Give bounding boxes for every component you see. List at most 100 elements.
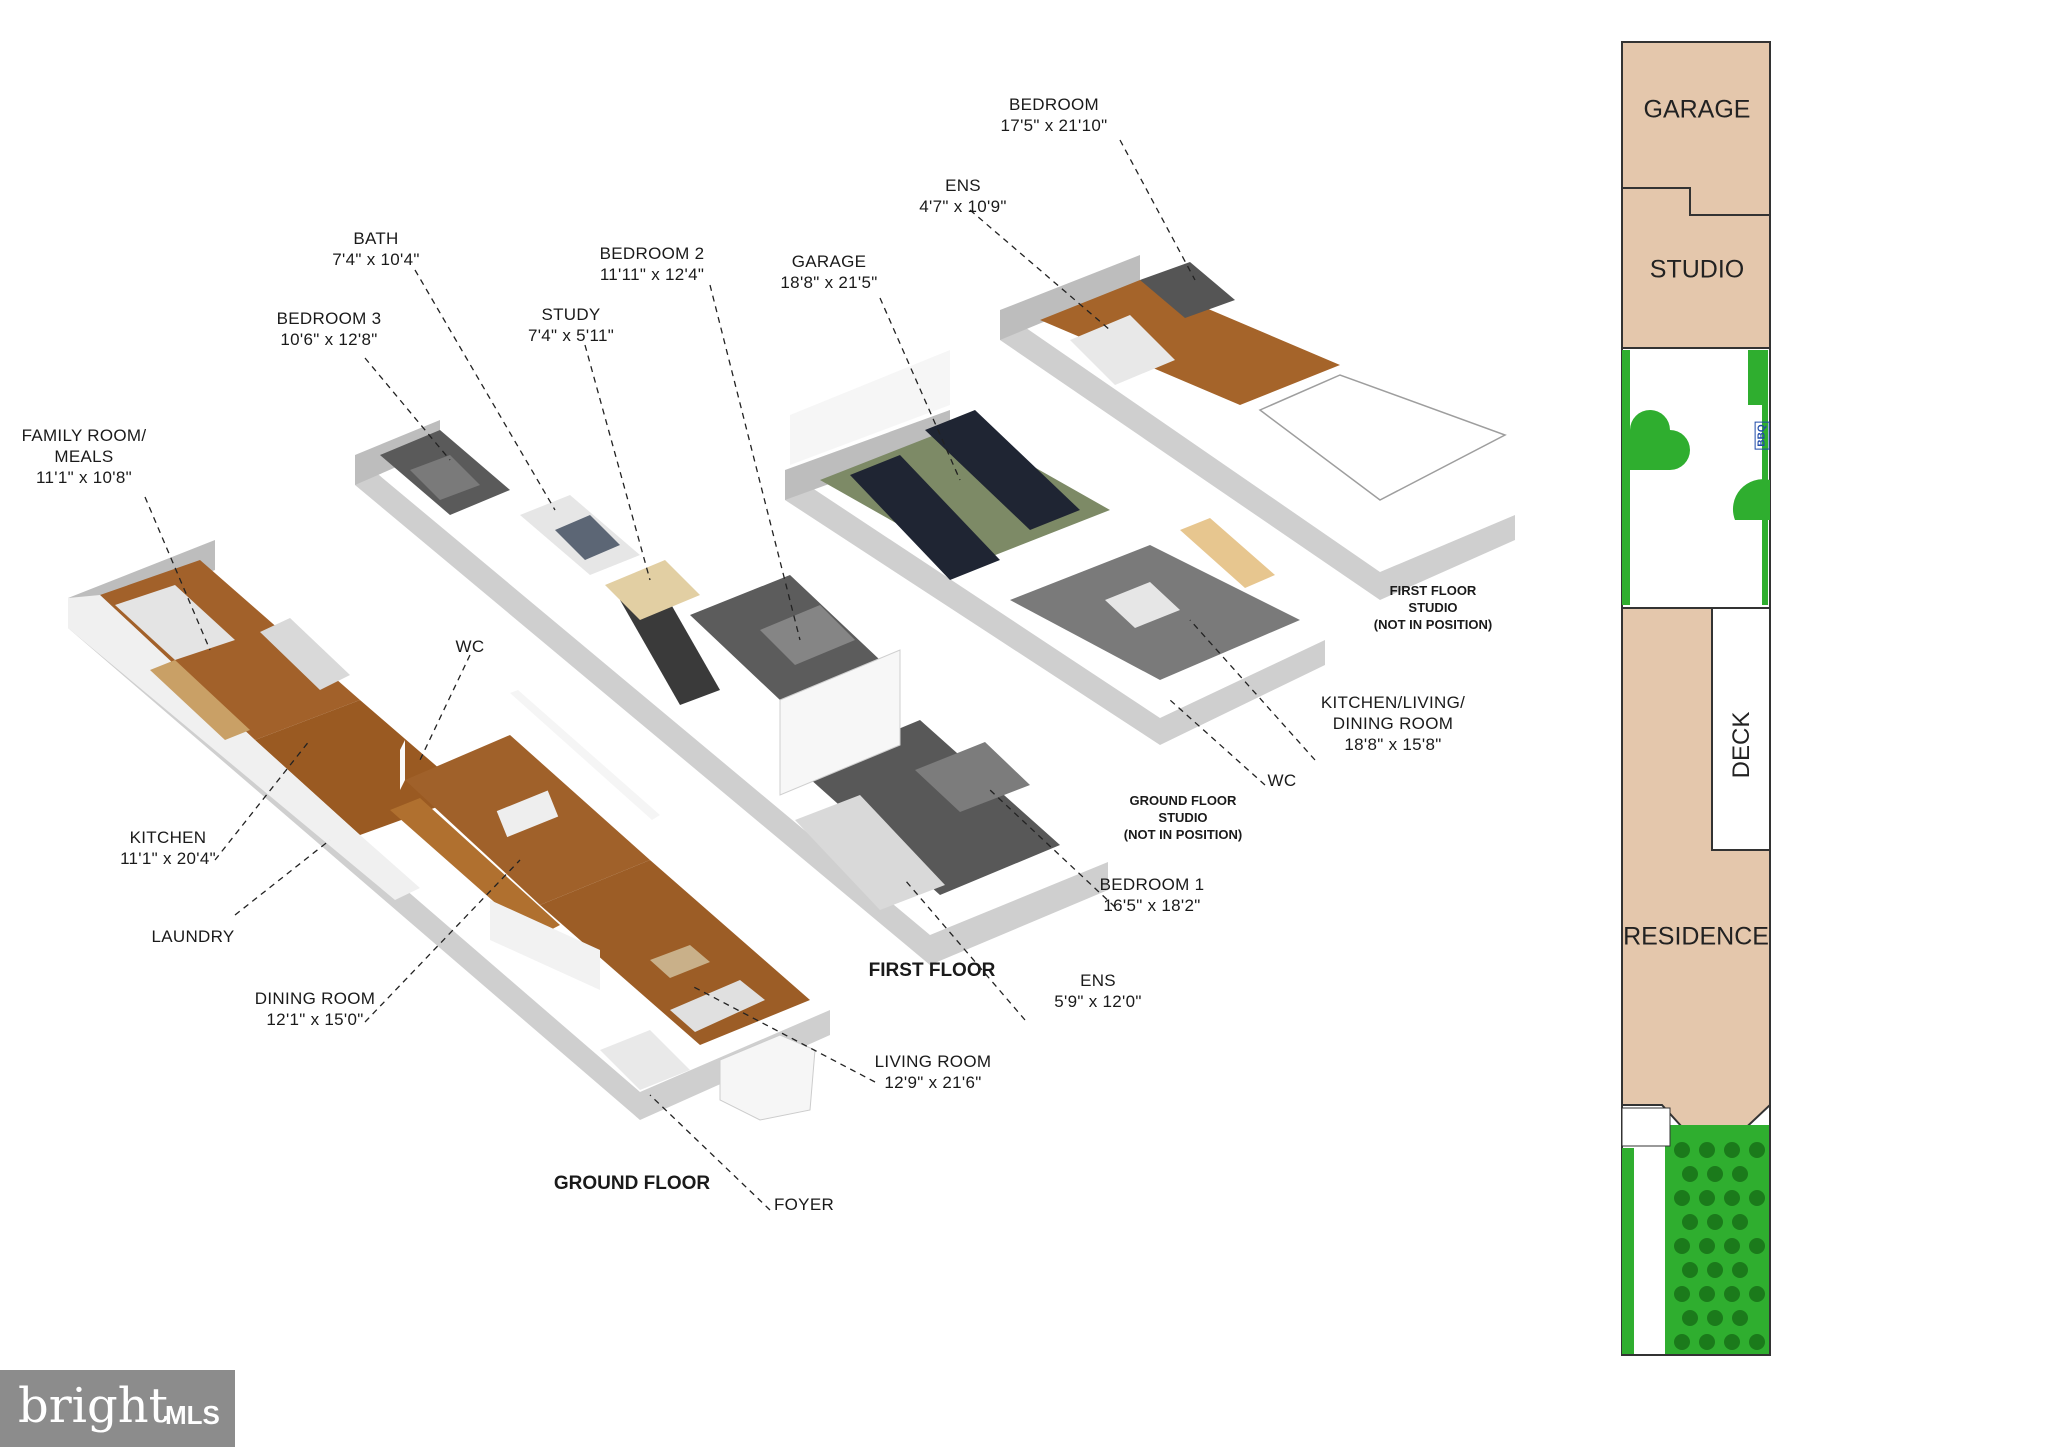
label-dining-room: DINING ROOM 12'1" x 15'0" [255,988,375,1030]
gf-dining-table [496,790,559,838]
leader-bedroom3 [364,357,451,461]
leader-study [584,344,651,581]
leader-garage [879,297,961,481]
ff-bedroom3-bed [410,455,480,500]
first-floor-model [355,420,1108,965]
room-name: WC [1267,771,1297,790]
leader-dining [364,859,521,1023]
leader-living [689,984,876,1083]
garden-tree [1724,1142,1740,1158]
label-bedroom1: BEDROOM 1 16'5" x 18'2" [1100,874,1205,916]
room-name: BATH [353,229,399,248]
gf-foyer-floor [600,1030,690,1090]
garden-tree [1732,1166,1748,1182]
garden-tree [1724,1190,1740,1206]
sf-bedroom-floor [1040,280,1340,405]
gf-bay [719,1034,816,1121]
studio-first-model [1000,255,1515,600]
ff-study-floor [605,560,700,620]
label-wc-ground: WC [456,636,485,657]
leader-bedroom2 [709,284,801,641]
sf-bed [1140,262,1235,318]
ground-floor-title: GROUND FLOOR [553,1173,711,1194]
garden-tree [1674,1286,1690,1302]
gf-studio-note: GROUND FLOOR STUDIO (NOT IN POSITION) [1124,792,1242,843]
gf-studio-note-line: GROUND FLOOR [1129,793,1237,808]
room-dim: 18'8" x 21'5" [780,273,878,292]
garden-tree [1724,1334,1740,1350]
garden-tree [1749,1142,1765,1158]
room-name: BEDROOM [1009,95,1099,114]
ground-floor-model [68,540,830,1121]
gf-sofa [670,980,765,1032]
gf-studio-note-line: (NOT IN POSITION) [1123,827,1243,842]
sf-left-wall [1000,255,1140,340]
gf-kitchen-island [150,660,250,740]
leader-kitchen-studio [1189,619,1316,761]
ff-wardrobe [779,649,901,796]
room-name: DINING ROOM [1332,714,1454,733]
label-wc-studio: WC [1268,770,1297,791]
garden-tree [1732,1310,1748,1326]
garden-tree [1699,1238,1715,1254]
garden-tree [1699,1334,1715,1350]
garden-tree [1674,1142,1690,1158]
ff-bath-vanity [555,515,620,560]
leader-foyer [649,1094,771,1211]
ff-bedroom2-bed [760,605,855,665]
gf-studio-note-line: STUDIO [1158,810,1208,825]
label-ens2: ENS 4'7" x 10'9" [919,175,1006,217]
garden-tree [1749,1334,1765,1350]
site-shrub-2 [1732,479,1770,520]
gf-family-rug [115,585,235,660]
label-family-room: FAMILY ROOM/ MEALS 11'1" x 10'8" [22,425,147,488]
garden-tree [1707,1262,1723,1278]
leader-family [144,496,211,651]
label-study: STUDY 7'4" x 5'11" [528,304,614,346]
site-shrub-1 [1630,410,1690,470]
sg-back-wall [790,350,950,465]
ff-bedroom1-bed [915,742,1030,812]
leader-bath [414,269,556,511]
site-garage-label: GARAGE [1643,95,1751,124]
room-dim: 4'7" x 10'9" [919,197,1007,216]
garden-tree [1682,1214,1698,1230]
room-dim: 10'6" x 12'8" [280,330,378,349]
sf-ens-floor [1070,315,1175,385]
room-dim: 5'9" x 12'0" [1054,992,1142,1011]
gf-wall-b [510,690,518,735]
label-bedroom2: BEDROOM 2 11'11" x 12'4" [600,243,705,285]
ff-bedroom1-floor [800,720,1060,895]
room-dim: 17'5" x 21'10" [1000,116,1108,135]
garden-tree [1707,1310,1723,1326]
site-plan [1621,41,1771,1356]
room-name: BEDROOM 1 [1099,875,1205,894]
label-bedroom3: BEDROOM 3 10'6" x 12'8" [277,308,382,350]
bright-mls-logo: bright MLS [0,1370,235,1447]
room-dim: 12'1" x 15'0" [266,1010,364,1029]
label-bedroom-studio: BEDROOM 17'5" x 21'10" [1001,94,1108,136]
room-name: GARAGE [791,252,867,271]
site-bbq-label: BBQ [1754,421,1770,450]
site-courtyard [1621,347,1771,609]
room-name: LAUNDRY [151,927,235,946]
garden-tree [1699,1286,1715,1302]
room-name: STUDY [541,305,601,324]
leader-ens1 [904,879,1026,1021]
sg-left-wall [785,410,950,500]
label-laundry: LAUNDRY [151,926,234,947]
gf-coffee-table [650,945,710,978]
leader-kitchen [214,739,311,861]
leader-lines [144,139,1316,1211]
room-name: DINING ROOM [254,989,376,1008]
room-name: FOYER [773,1195,835,1214]
site-deck [1711,607,1771,851]
brand-suffix: MLS [165,1400,220,1430]
room-dim: 16'5" x 18'2" [1103,896,1201,915]
room-name: WC [455,637,485,656]
label-foyer: FOYER [774,1194,834,1215]
garden-tree [1732,1214,1748,1230]
first-floor-title: FIRST FLOOR [868,960,996,981]
